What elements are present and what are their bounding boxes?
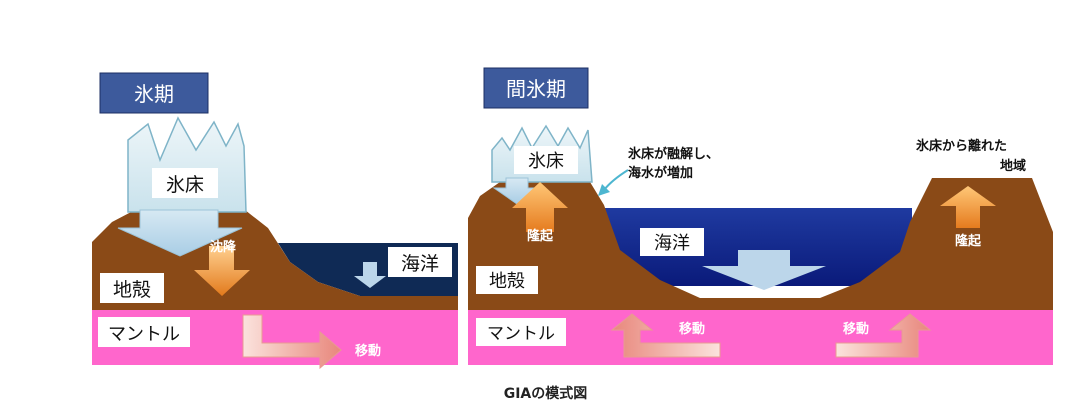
left-ocean-label-box [388,247,452,277]
right-uplift-arrow-right [940,186,996,228]
right-ocean-label: 海洋 [654,233,690,254]
right-uplift-arrow-left [512,182,568,232]
right-crust [468,178,1053,310]
melt-note-line2: 海水が増加 [628,165,693,181]
right-mantle-label-box [476,318,566,346]
left-title: 氷期 [134,82,174,106]
melt-pointer-arrow [603,169,629,191]
right-ice-label: 氷床 [528,151,564,172]
left-panel [92,116,458,370]
right-mantle-label: マントル [487,324,555,344]
left-subsidence-label: 沈降 [210,239,237,255]
figure-caption: GIAの模式図 [503,386,588,402]
left-ocean-label: 海洋 [401,253,439,275]
right-uplift-label-right: 隆起 [955,233,982,249]
right-flow-label-right: 移動 [843,321,869,337]
left-mantle-label: マントル [108,324,180,345]
right-crust-label: 地殻 [489,271,525,292]
right-crust-label-box [476,266,538,294]
left-ocean-arrow [354,262,386,288]
left-crust-label: 地殻 [113,279,151,301]
left-flow-label: 移動 [355,343,381,359]
right-ice-label-box [514,146,578,174]
right-ocean-down-arrow [702,250,826,290]
right-mantle-flow-arrow-left [610,313,721,358]
right-ocean-label-box [640,228,704,256]
melt-note-line1: 氷床が融解し、 [628,146,719,162]
right-uplift-label-left: 隆起 [527,228,554,244]
right-mantle-flow-arrow-right [835,313,932,358]
left-title-box [99,72,209,114]
left-crust-label-box [100,273,164,303]
left-ice-label-box [152,168,218,198]
left-ice-label: 氷床 [166,174,204,196]
right-title: 間氷期 [506,77,566,101]
left-mantle-flow-arrow [242,314,342,370]
melt-pointer-arrowhead [598,184,610,196]
left-load-arrow [117,209,243,257]
left-mantle-label-box [98,317,190,347]
right-flow-label-left: 移動 [679,321,705,337]
right-title-box [483,67,589,109]
remote-note-line2: 地域 [1000,158,1026,174]
left-subsidence-arrow [194,246,250,296]
remote-note-line1: 氷床から離れた [916,138,1007,154]
